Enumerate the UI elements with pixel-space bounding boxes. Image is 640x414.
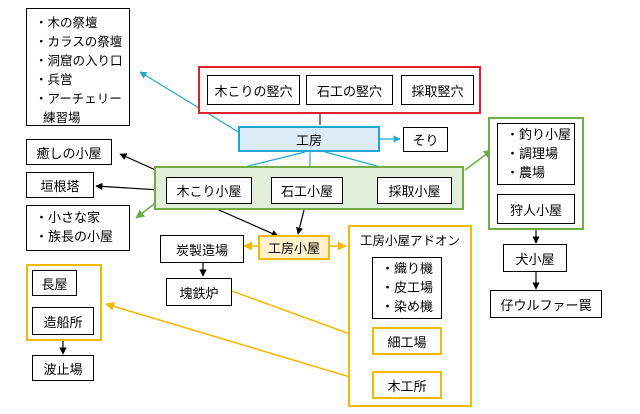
house-item: ・小さな家 xyxy=(35,211,101,226)
altar-item: ・カラスの祭壇 xyxy=(35,34,123,49)
kikori-shaft: 木こりの竪穴 xyxy=(207,75,300,105)
altar-item: ・アーチェリー xyxy=(35,91,122,106)
kobo-koya-node: 工房小屋 xyxy=(258,235,330,260)
nagaya-node: 長屋 xyxy=(32,270,77,296)
house-list-box: ・小さな家 ・族長の小屋 xyxy=(26,205,130,251)
addon-item: ・織り機 xyxy=(381,262,434,277)
iyashi-node: 癒しの小屋 xyxy=(26,139,112,165)
fishing-list-box: ・釣り小屋 ・調理場 ・農場 xyxy=(497,123,575,185)
kobo-node: 工房 xyxy=(238,126,380,152)
mokko-node: 木工所 xyxy=(372,371,442,399)
fishing-item: ・釣り小屋 xyxy=(506,128,572,143)
tanseizo-node: 炭製造場 xyxy=(160,235,244,263)
altar-item: ・洞窟の入り口 xyxy=(35,53,123,68)
saiku-node: 細工場 xyxy=(372,327,442,355)
saishu-hut: 採取小屋 xyxy=(377,177,452,204)
addon-list-box: ・織り機 ・皮工場 ・染め機 xyxy=(372,257,442,319)
addon-item: ・染め機 xyxy=(381,300,434,315)
fishing-item: ・調理場 xyxy=(506,147,559,162)
addon-item: ・皮工場 xyxy=(381,281,434,296)
altar-item: ・木の祭壇 xyxy=(35,15,98,30)
arrow-kikori-to-kakine xyxy=(95,182,161,191)
saishu-shaft: 採取竪穴 xyxy=(401,75,474,105)
wolf-trap-node: 仔ウルファー罠 xyxy=(490,290,602,318)
altar-list-box: ・木の祭壇 ・カラスの祭壇 ・洞窟の入り口 ・兵営 ・アーチェリー 練習場 xyxy=(26,8,130,126)
sori-node: そり xyxy=(403,127,448,152)
hatoba-node: 波止場 xyxy=(32,355,94,381)
inu-node: 犬小屋 xyxy=(503,244,567,272)
house-item: ・族長の小屋 xyxy=(35,230,114,245)
arrow-sekku-to-kobokoya xyxy=(296,205,306,235)
kariudo-node: 狩人小屋 xyxy=(497,194,575,224)
zosen-node: 造船所 xyxy=(32,307,94,335)
sekku-hut: 石工小屋 xyxy=(271,177,343,204)
altar-item: 練習場 xyxy=(43,110,81,125)
fishing-item: ・農場 xyxy=(506,166,546,181)
sekku-shaft: 石工の竪穴 xyxy=(306,75,393,105)
kikori-hut: 木こり小屋 xyxy=(166,177,252,204)
addon-title: 工房小屋アドオン xyxy=(359,233,460,248)
arrow-kikori-to-kobokoya xyxy=(209,205,279,237)
altar-item: ・兵営 xyxy=(35,72,73,87)
kakine-node: 垣根塔 xyxy=(26,172,94,198)
kaitetsu-node: 塊鉄炉 xyxy=(166,278,232,306)
arrow-mokko-to-zosen xyxy=(105,302,371,384)
